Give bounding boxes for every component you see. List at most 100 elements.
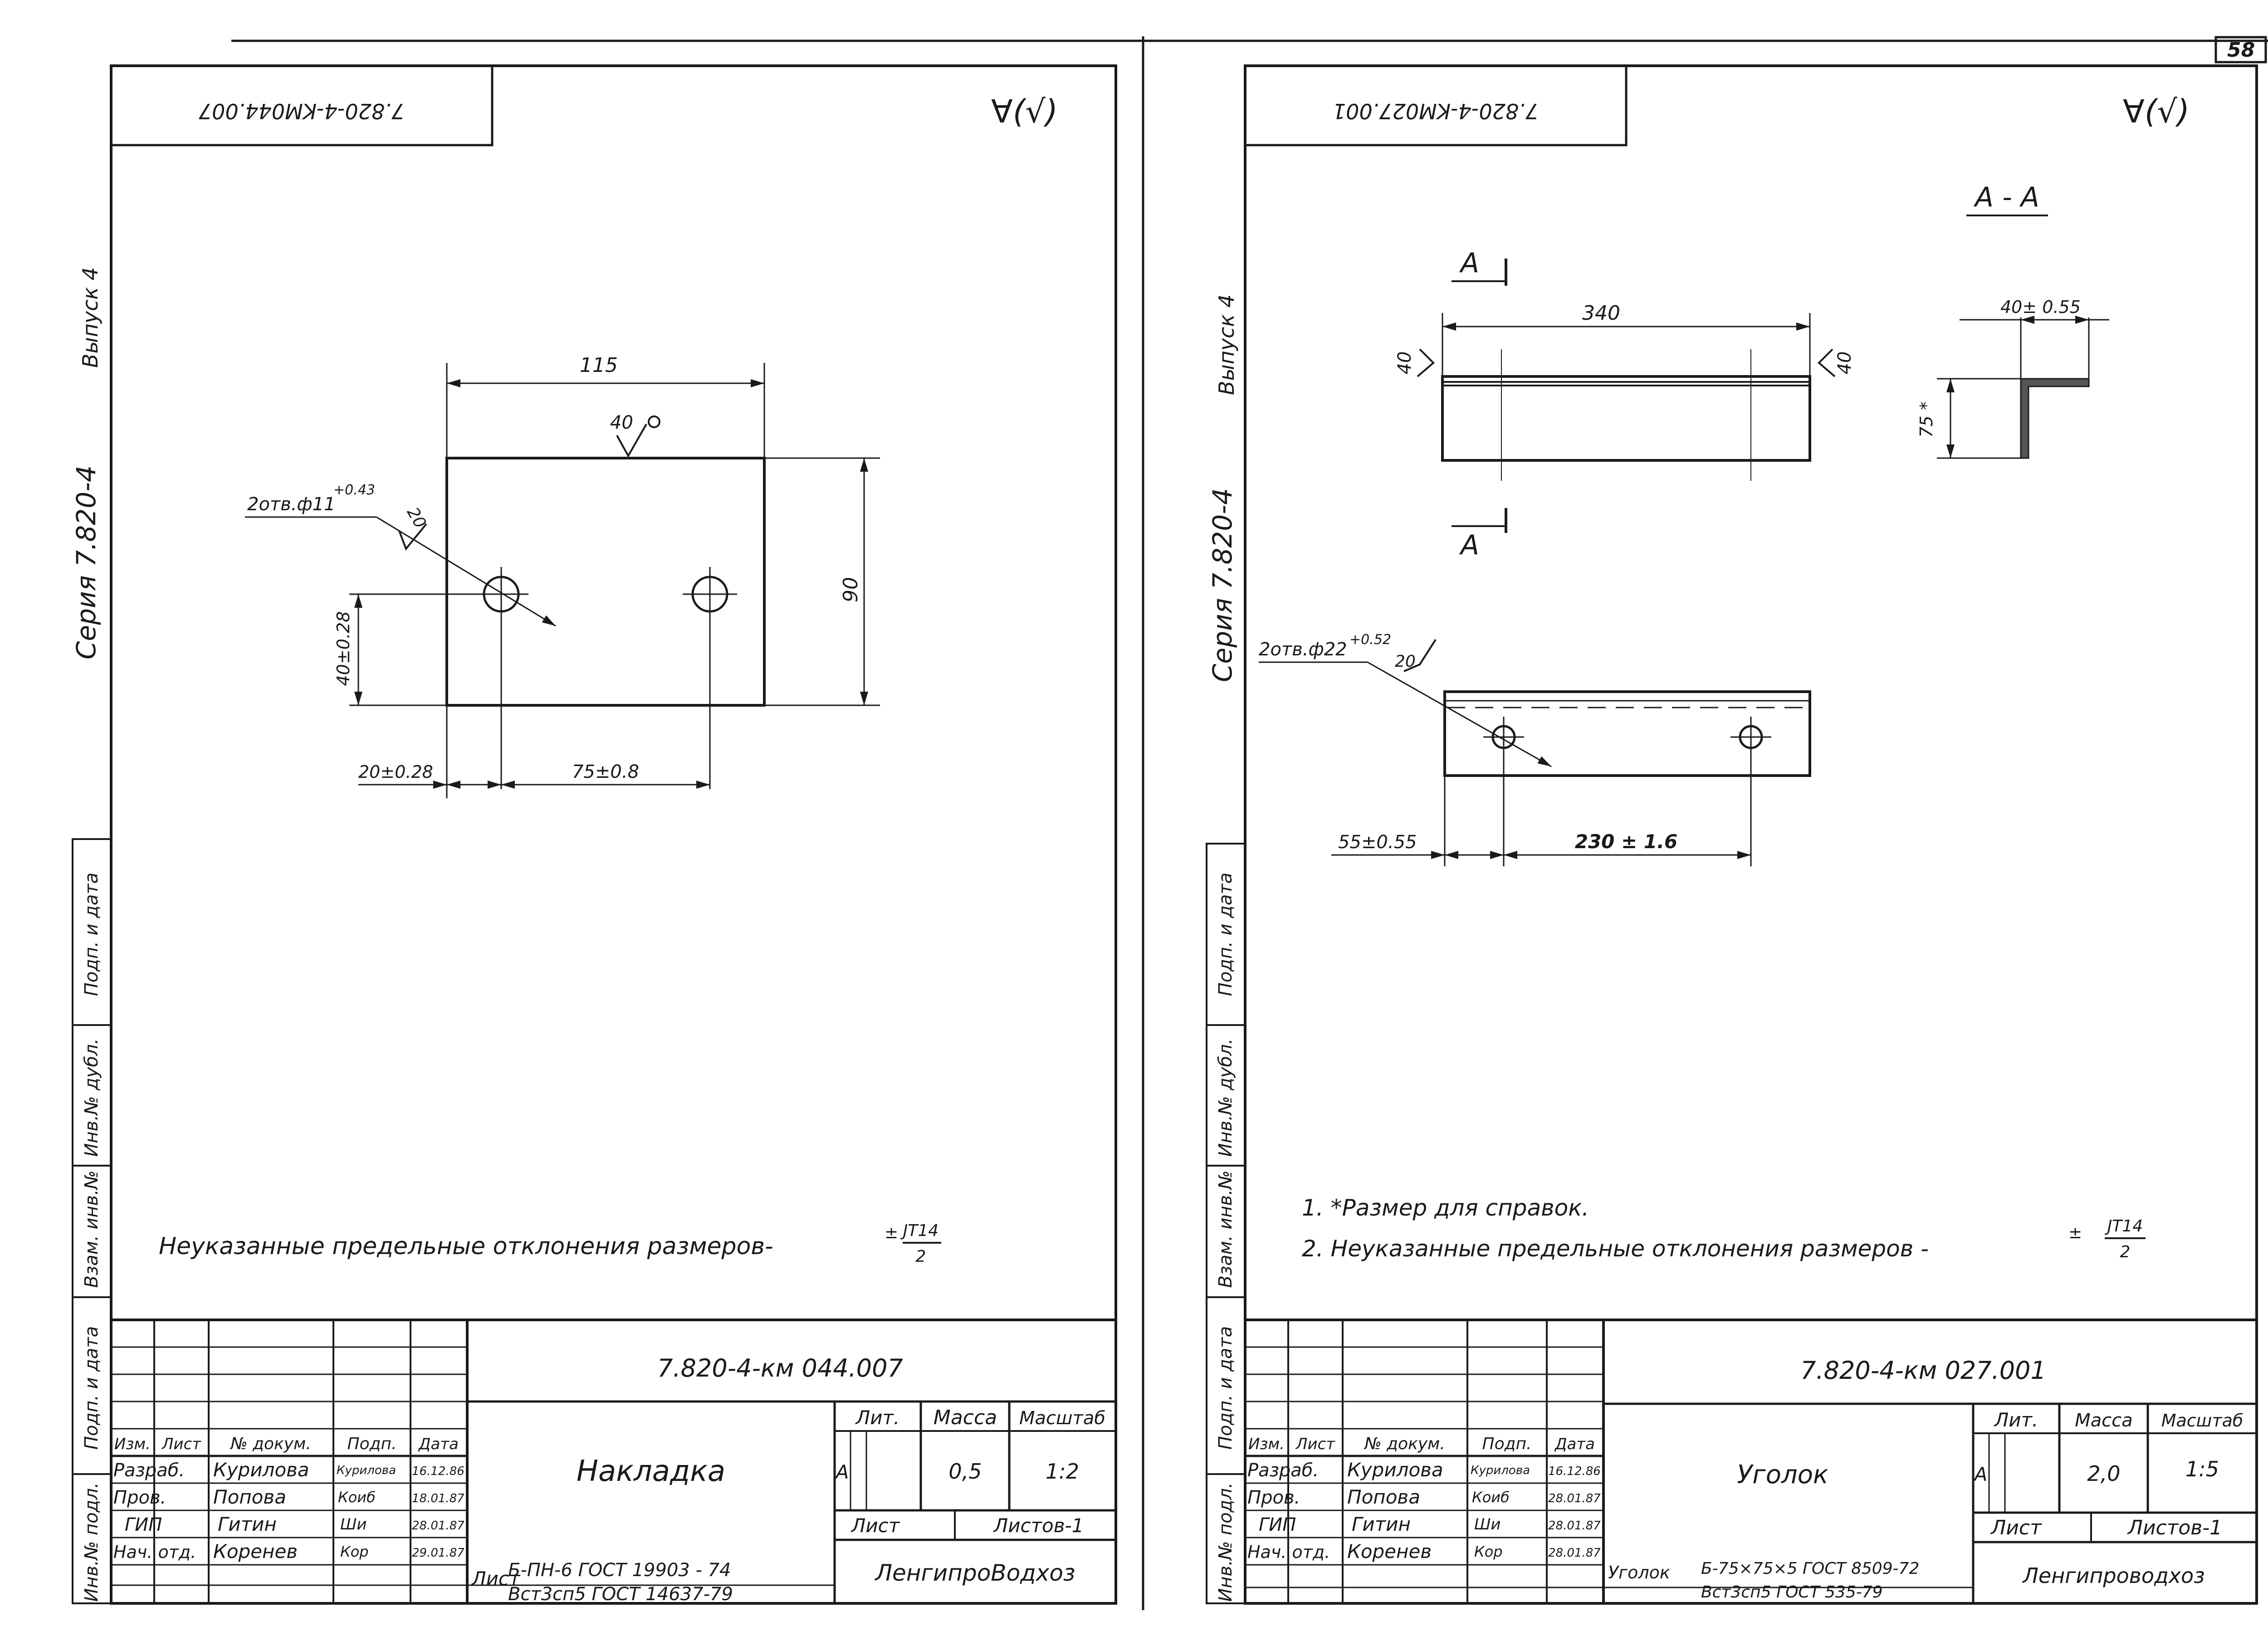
right-scale-value: 1:5 bbox=[2185, 1457, 2219, 1481]
left-title-block bbox=[111, 1319, 1116, 1603]
right-dim-hole-x-left: 55±0.55 bbox=[1338, 832, 1417, 853]
right-dim-length: 340 bbox=[1582, 302, 1620, 325]
right-dim-section-height: 75 * bbox=[1916, 401, 1936, 437]
left-row4-sign: Кор bbox=[340, 1543, 369, 1560]
left-code-stamp-box bbox=[110, 64, 494, 147]
left-material-line1: Б-ПН-6 ГОСТ 19903 - 74 bbox=[508, 1560, 731, 1581]
right-hdr-izm: Изм. bbox=[1248, 1435, 1285, 1453]
right-frame bbox=[1244, 64, 2258, 1605]
left-dim-height-right: 90 bbox=[839, 577, 862, 602]
left-row4-name: Коренев bbox=[213, 1540, 298, 1563]
right-material-line1: Б-75×75×5 ГОСТ 8509-72 bbox=[1701, 1559, 1919, 1578]
left-mass-value: 0,5 bbox=[948, 1459, 982, 1484]
right-mass-label: Масса bbox=[2075, 1410, 2133, 1431]
left-margin-label-3: Инв.№ дубл. bbox=[81, 1039, 102, 1157]
right-material-prefix: Уголок bbox=[1608, 1563, 1670, 1582]
right-margin-label-3: Инв.№ дубл. bbox=[1215, 1039, 1236, 1157]
left-hdr-date: Дата bbox=[418, 1435, 459, 1453]
right-row4-sign: Кор bbox=[1474, 1543, 1503, 1560]
left-sheets-label: Листов-1 bbox=[993, 1514, 1084, 1537]
left-row2-date: 18.01.87 bbox=[412, 1492, 464, 1505]
right-dim-holes-tol: +0.52 bbox=[1349, 632, 1391, 648]
right-cut-a-top: А bbox=[1459, 247, 1479, 279]
right-sheet-label: Лист bbox=[1990, 1516, 2042, 1539]
right-section-label: А - А bbox=[1973, 181, 2039, 213]
right-row3-role: ГИП bbox=[1259, 1514, 1296, 1535]
right-dim-roughness-hole: 20 bbox=[1395, 652, 1416, 671]
right-lit-label: Лит. bbox=[1994, 1409, 2038, 1431]
right-code-stamp-box bbox=[1244, 64, 1628, 147]
right-note-frac-pre: ± bbox=[2068, 1224, 2082, 1242]
right-note-2: 2. Неуказанные предельные отклонения раз… bbox=[1302, 1236, 1929, 1262]
left-hdr-list: Лист bbox=[161, 1435, 201, 1453]
left-mass-label: Масса bbox=[934, 1406, 997, 1429]
right-note-frac-num: JT14 bbox=[2105, 1217, 2143, 1236]
right-sheet: 7.820-4-KM027.001 ∀(√) Серия 7.820-4 Вып… bbox=[1206, 64, 2258, 1605]
right-row2-sign: Коиб bbox=[1472, 1489, 1510, 1506]
right-dim-leg-left: 40 bbox=[1394, 352, 1415, 375]
right-row1-name: Курилова bbox=[1347, 1459, 1443, 1481]
right-section-view bbox=[1937, 316, 2109, 459]
left-scale-label: Масштаб bbox=[1019, 1408, 1105, 1429]
right-hdr-list: Лист bbox=[1295, 1435, 1335, 1453]
right-row4-name: Коренев bbox=[1347, 1540, 1432, 1563]
left-note-frac-den: 2 bbox=[916, 1247, 926, 1266]
left-row1-sign: Курилова bbox=[337, 1464, 396, 1477]
left-doc-code: 7.820-4-км 044.007 bbox=[657, 1354, 903, 1382]
right-row2-date: 28.01.87 bbox=[1548, 1492, 1601, 1505]
left-dim-holes-tol: +0.43 bbox=[333, 482, 375, 498]
right-part-name: Уголок bbox=[1737, 1460, 1828, 1489]
left-margin-label-4: Подп. и дата bbox=[81, 1326, 102, 1450]
left-plate-drawing bbox=[245, 363, 880, 798]
right-mass-value: 2,0 bbox=[2087, 1461, 2120, 1486]
left-frame bbox=[110, 64, 1117, 1605]
left-row4-role: Нач. отд. bbox=[113, 1542, 196, 1562]
left-dim-holes: 2отв.ф11 bbox=[247, 494, 336, 515]
right-scale-label: Масштаб bbox=[2161, 1411, 2244, 1431]
left-hdr-izm: Изм. bbox=[114, 1435, 151, 1453]
left-row4-date: 29.01.87 bbox=[412, 1546, 464, 1560]
right-note-1: 1. *Размер для справок. bbox=[1302, 1195, 1589, 1221]
left-dim-roughness-hole: 20 bbox=[403, 504, 430, 532]
page-number: 58 bbox=[2227, 39, 2255, 62]
left-margin-label-5: Инв.№ подл. bbox=[81, 1482, 102, 1602]
right-row4-role: Нач. отд. bbox=[1247, 1542, 1330, 1562]
left-hdr-doc: № докум. bbox=[230, 1435, 311, 1453]
right-lit-value: А bbox=[1973, 1463, 1988, 1485]
right-dim-hole-spacing: 230 ± 1.6 bbox=[1575, 830, 1678, 853]
right-cut-a-bottom: А bbox=[1459, 529, 1479, 561]
left-row1-role: Разраб. bbox=[113, 1460, 185, 1481]
left-row3-date: 28.01.87 bbox=[412, 1519, 464, 1533]
left-row1-name: Курилова bbox=[213, 1459, 309, 1481]
left-dim-width-top: 115 bbox=[580, 354, 618, 377]
right-doc-code: 7.820-4-км 027.001 bbox=[1800, 1356, 2046, 1385]
right-row4-date: 28.01.87 bbox=[1548, 1546, 1601, 1560]
right-org: Ленгипроводхоз bbox=[2022, 1563, 2204, 1588]
left-row2-role: Пров. bbox=[113, 1487, 166, 1508]
right-row1-date: 16.12.86 bbox=[1548, 1465, 1601, 1478]
left-margin-label-2: Взам. инв.№ bbox=[81, 1171, 102, 1288]
right-side-issue: Выпуск 4 bbox=[1214, 294, 1239, 395]
left-margin-label-1: Подп. и дата bbox=[81, 873, 102, 996]
right-sheets-label: Листов-1 bbox=[2127, 1516, 2222, 1539]
right-angle-top-view bbox=[1417, 259, 1836, 533]
left-scale-value: 1:2 bbox=[1046, 1459, 1079, 1484]
left-side-issue: Выпуск 4 bbox=[78, 267, 103, 368]
right-angle-front-view bbox=[1259, 639, 1811, 866]
right-hdr-date: Дата bbox=[1554, 1435, 1595, 1453]
left-org: ЛенгипроВодхоз bbox=[874, 1560, 1075, 1586]
left-row2-name: Попова bbox=[213, 1486, 286, 1508]
left-part-name: Накладка bbox=[577, 1455, 725, 1488]
left-code-stamp: 7.820-4-KM044.007 bbox=[199, 99, 405, 123]
right-hdr-doc: № докум. bbox=[1364, 1435, 1445, 1453]
right-row3-sign: Ши bbox=[1474, 1515, 1501, 1533]
left-hdr-sign: Подп. bbox=[347, 1435, 397, 1453]
left-material-prefix: Лист bbox=[471, 1568, 521, 1590]
right-margin-strip bbox=[1206, 843, 1246, 1604]
right-roughness-mark: ∀(√) bbox=[2123, 93, 2190, 130]
left-row3-name: Гитин bbox=[218, 1513, 277, 1535]
left-row1-date: 16.12.86 bbox=[412, 1465, 464, 1478]
left-lit-value: А bbox=[835, 1461, 849, 1483]
right-margin-label-5: Инв.№ подл. bbox=[1215, 1482, 1236, 1602]
right-margin-label-1: Подп. и дата bbox=[1215, 873, 1236, 996]
